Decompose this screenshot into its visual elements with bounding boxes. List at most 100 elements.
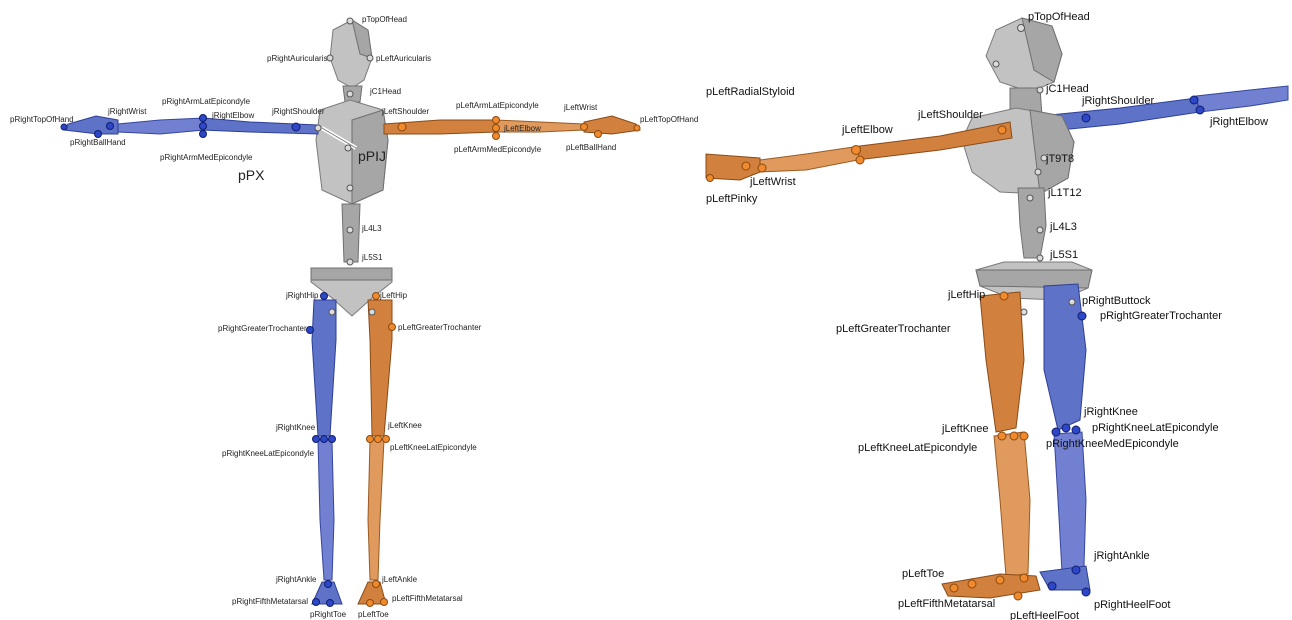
marker-dot [1014,592,1022,600]
marker-dot [993,61,999,67]
marker-dot [998,432,1006,440]
marker-dot [327,55,333,61]
marker-dot [595,131,602,138]
marker-dot [1069,299,1075,305]
right-thigh [312,300,336,436]
right-shank-oblique [1054,432,1086,572]
marker-dot [313,599,320,606]
marker-dot [493,125,500,132]
label-jC1Head: jC1Head [369,87,401,96]
label-jLeftKnee: jLeftKnee [387,421,422,430]
label-jRightHip: jRightHip [285,291,319,300]
marker-dot [1027,195,1033,201]
label-jRightShoulder: jRightShoulder [271,107,325,116]
label-jRightKnee: jRightKnee [1083,406,1138,418]
marker-dot [347,18,353,24]
marker-dot [375,436,382,443]
label-pLeftPinky: pLeftPinky [706,193,758,205]
label-pRightKneeMedEpicondyle: pRightKneeMedEpicondyle [1046,438,1179,450]
marker-dot [1010,432,1018,440]
label-pRightAuricularis: pRightAuricularis [267,54,327,63]
marker-dot [1020,432,1028,440]
label-pLeftFifthMetatarsal: pLeftFifthMetatarsal [392,594,463,603]
label-pPIJ: pPIJ [358,148,386,164]
label-pLeftToe: pLeftToe [358,610,389,619]
label-jRightWrist: jRightWrist [107,107,147,116]
right-forearm-oblique [1196,86,1288,112]
marker-dot [1021,309,1027,315]
left-shank [368,440,384,580]
marker-dot [200,123,207,130]
label-jRightAnkle: jRightAnkle [275,575,317,584]
label-jLeftElbow: jLeftElbow [503,124,541,133]
marker-dot [1052,428,1060,436]
marker-dot [1035,169,1041,175]
marker-dot [852,146,861,155]
label-pLeftGreaterTrochanter: pLeftGreaterTrochanter [836,323,951,335]
label-jLeftHip: jLeftHip [947,289,985,301]
label-pRightFifthMetatarsal: pRightFifthMetatarsal [232,597,308,606]
label-pRightButtock: pRightButtock [1082,295,1151,307]
marker-dot [758,164,766,172]
right-thigh-oblique [1044,284,1086,430]
marker-dot [1037,255,1043,261]
marker-dot [321,436,328,443]
left-hand [584,116,640,134]
label-jRightShoulder: jRightShoulder [1081,95,1154,107]
label-pLeftToe: pLeftToe [902,568,944,580]
marker-dot [1082,114,1090,122]
marker-dot [1037,227,1043,233]
label-pLeftAuricularis: pLeftAuricularis [376,54,431,63]
marker-dot [292,123,300,131]
label-jL1T12: jL1T12 [1047,187,1082,199]
label-jRightElbow: jRightElbow [211,111,254,120]
label-jRightKnee: jRightKnee [275,423,316,432]
label-pLeftArmLatEpicondyle: pLeftArmLatEpicondyle [456,101,539,110]
label-jT9T8: jT9T8 [1045,153,1074,165]
oblique-view: pTopOfHead jC1Head jRightShoulder jRight… [706,11,1288,620]
left-shank-oblique [994,432,1030,576]
marker-dot [381,599,388,606]
marker-dot [347,259,353,265]
left-thigh [368,300,392,436]
label-jLeftHip: jLeftHip [379,291,408,300]
marker-dot [1190,96,1198,104]
label-pTopOfHead: pTopOfHead [362,15,407,24]
label-pRightArmMedEpicondyle: pRightArmMedEpicondyle [160,153,253,162]
marker-dot [347,185,353,191]
label-jLeftWrist: jLeftWrist [563,103,598,112]
marker-dot [742,162,750,170]
marker-dot [1062,424,1070,432]
marker-dot [1072,566,1080,574]
label-jL4L3: jL4L3 [1049,221,1077,233]
marker-dot [1072,426,1080,434]
label-pRightHeelFoot: pRightHeelFoot [1094,599,1170,611]
label-jL4L3: jL4L3 [361,224,382,233]
marker-dot [329,436,336,443]
marker-dot [998,126,1006,134]
marker-dot [1000,292,1008,300]
front-view: pTopOfHead pRightAuricularis pLeftAuricu… [10,15,698,619]
label-jLeftWrist: jLeftWrist [749,176,796,188]
marker-dot [1037,87,1043,93]
label-pRightBallHand: pRightBallHand [70,138,126,147]
label-pLeftTopOfHand: pLeftTopOfHand [640,115,698,124]
label-pPX: pPX [238,167,265,183]
label-pLeftGreaterTrochanter: pLeftGreaterTrochanter [398,323,482,332]
marker-dot [347,227,353,233]
marker-dot [634,125,640,131]
label-pLeftKneeLatEpicondyle: pLeftKneeLatEpicondyle [390,443,477,452]
marker-dot [61,124,67,130]
marker-dot [367,436,374,443]
marker-dot [1018,25,1025,32]
label-pLeftRadialStyloid: pLeftRadialStyloid [706,86,795,98]
label-jLeftAnkle: jLeftAnkle [381,575,418,584]
label-pRightKneeLatEpicondyle: pRightKneeLatEpicondyle [222,449,315,458]
label-jLeftElbow: jLeftElbow [841,124,893,136]
left-thigh-oblique [980,292,1024,432]
label-pRightToe: pRightToe [310,610,347,619]
label-pLeftFifthMetatarsal: pLeftFifthMetatarsal [898,598,995,610]
marker-dot [367,600,374,607]
marker-dot [1078,312,1086,320]
